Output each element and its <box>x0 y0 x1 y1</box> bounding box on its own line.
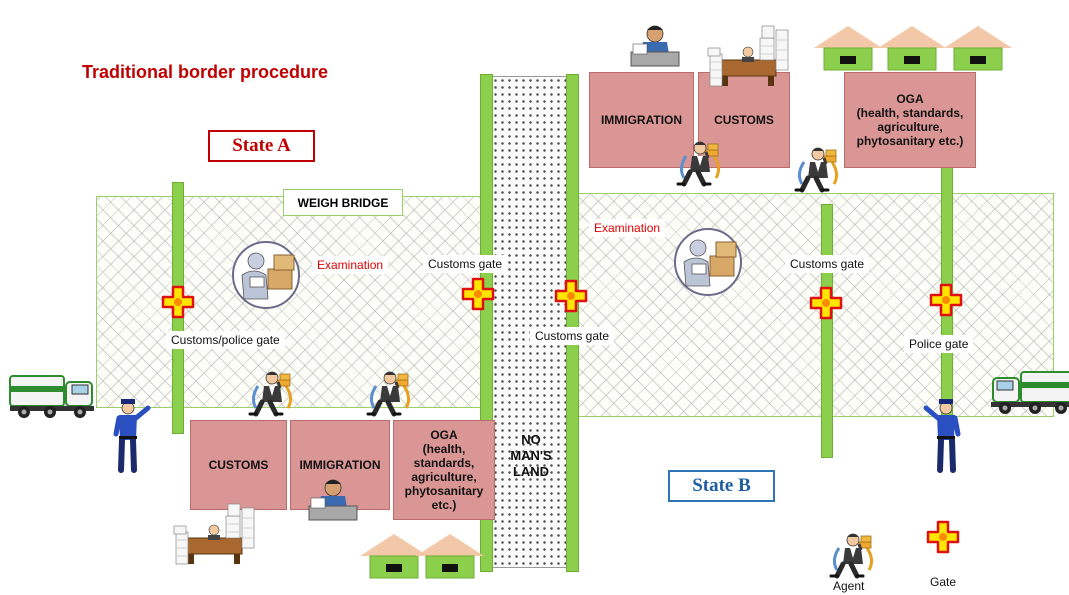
gate-icon-police <box>931 285 961 315</box>
agent-icon-state-a-1 <box>250 372 291 414</box>
gate-icon-state-b-customs <box>811 288 841 318</box>
immigration-officer-icon-state-b <box>631 26 679 66</box>
warehouse-icon-b-3 <box>944 26 1012 70</box>
warehouse-icon-b-1 <box>814 26 882 70</box>
gate-icon-customs-police <box>163 287 193 317</box>
customs-desk-icon-state-b <box>708 26 788 86</box>
legend-agent-icon <box>831 534 872 576</box>
police-officer-icon-state-a <box>116 399 148 470</box>
examination-icon-state-a <box>233 242 299 308</box>
agent-icon-state-a-2 <box>368 372 409 414</box>
examination-icon-state-b <box>675 229 741 295</box>
agent-icon-state-b-2 <box>796 148 837 190</box>
agent-icon-state-b-1 <box>678 142 719 184</box>
warehouse-icon-a-2 <box>416 534 484 578</box>
police-officer-icon-state-b <box>926 399 958 470</box>
legend-agent-label: Agent <box>833 579 864 593</box>
legend-gate-label: Gate <box>930 575 956 589</box>
truck-icon-state-a <box>10 376 94 418</box>
gate-icon-state-a-customs <box>463 279 493 309</box>
legend-gate-icon <box>928 522 958 552</box>
warehouse-icon-b-2 <box>878 26 946 70</box>
gate-icon-middle-customs <box>556 281 586 311</box>
truck-icon-state-b <box>991 372 1069 414</box>
immigration-officer-icon-state-a <box>309 480 357 520</box>
customs-desk-icon-state-a <box>174 504 254 564</box>
